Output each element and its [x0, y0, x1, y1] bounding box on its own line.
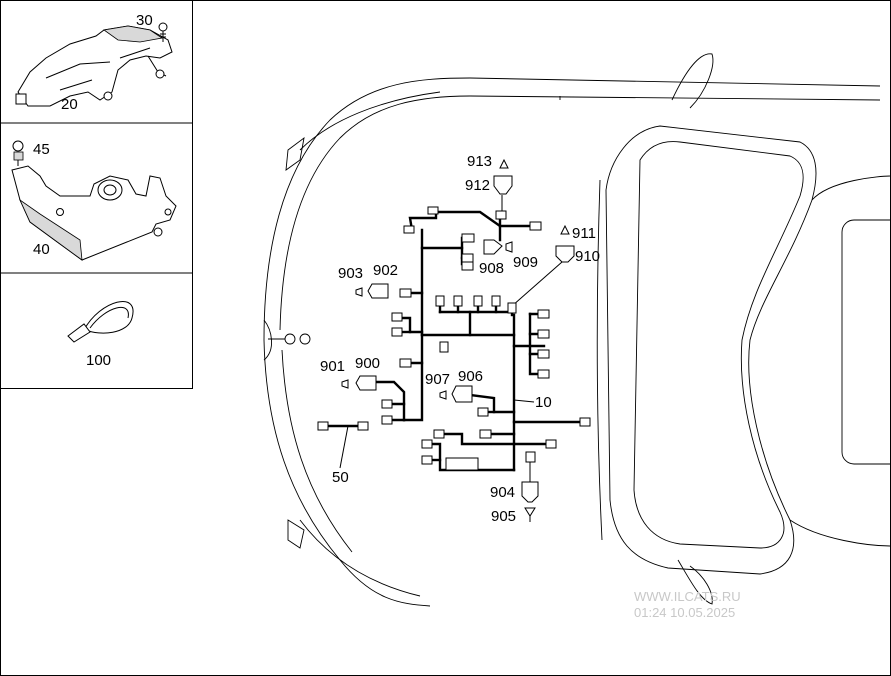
harness-50: [317, 421, 369, 469]
watermark-site: WWW.ILCATS.RU: [634, 589, 741, 604]
watermark-timestamp: 01:24 10.05.2025: [634, 605, 735, 620]
callout-911: 911: [572, 225, 596, 242]
callout-labels: 30 20 45 40 100 913 912 911 910 908 909 …: [33, 12, 600, 525]
callout-904: 904: [490, 484, 515, 501]
callout-902: 902: [373, 262, 398, 279]
part-40-bracket: [11, 165, 177, 261]
callout-909: 909: [513, 254, 538, 271]
component-symbols: [341, 158, 575, 522]
part-20-bracket: [15, 25, 173, 107]
callout-908: 908: [479, 260, 504, 277]
cable-tie-100: [67, 301, 134, 343]
callout-905: 905: [491, 508, 516, 525]
callout-900: 900: [355, 355, 380, 372]
callout-40: 40: [33, 241, 50, 258]
callout-907: 907: [425, 371, 450, 388]
callout-913: 913: [467, 153, 492, 170]
callout-910: 910: [575, 248, 600, 265]
car-outline: [263, 53, 891, 607]
callout-906: 906: [458, 368, 483, 385]
screw-30: [158, 22, 168, 42]
watermark: WWW.ILCATS.RU 01:24 10.05.2025: [634, 589, 741, 620]
callout-50: 50: [332, 469, 349, 486]
harness-connectors: [381, 206, 591, 471]
callout-912: 912: [465, 177, 490, 194]
callout-901: 901: [320, 358, 345, 375]
callout-100: 100: [86, 352, 111, 369]
callout-903: 903: [338, 265, 363, 282]
callout-45: 45: [33, 141, 50, 158]
callout-20: 20: [61, 96, 78, 113]
callout-30: 30: [136, 12, 153, 29]
bolt-45: [12, 140, 24, 166]
harness-10: [372, 195, 586, 482]
callout-10: 10: [535, 394, 552, 411]
